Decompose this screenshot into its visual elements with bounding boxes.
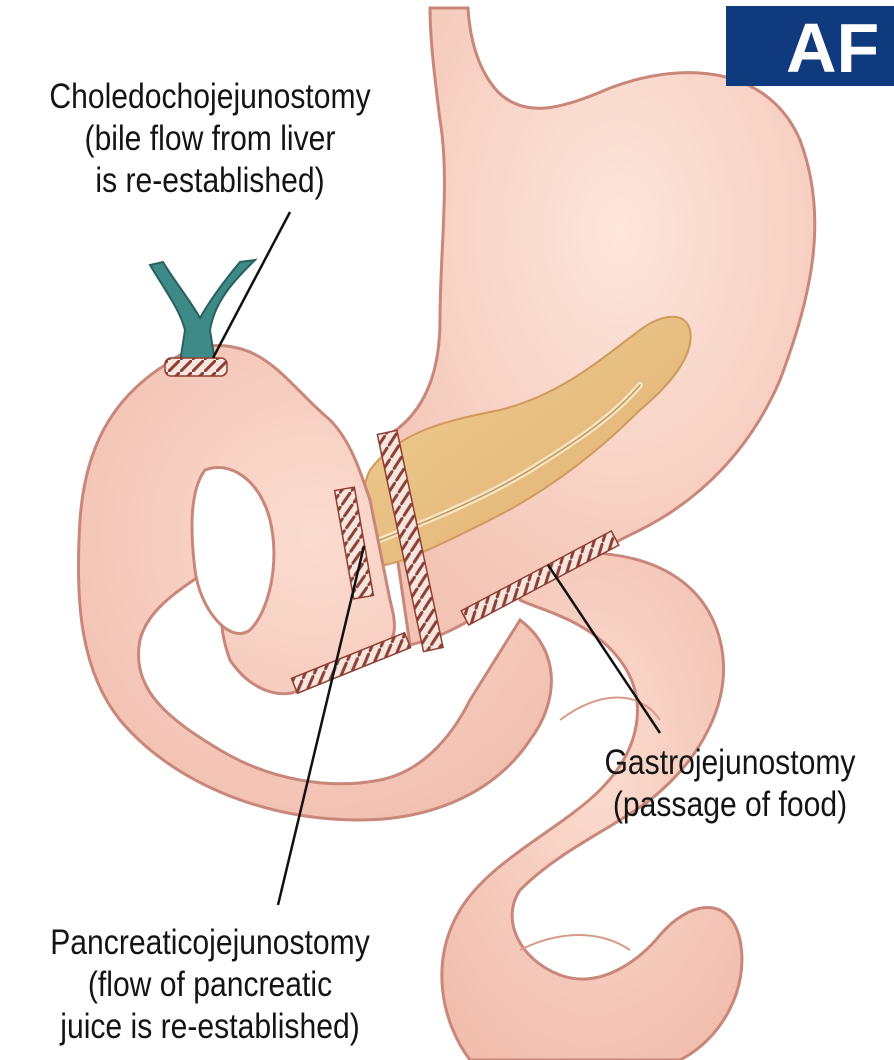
label-line: (passage of food): [549, 784, 894, 826]
badge-text: AF: [786, 8, 879, 86]
pancreaticojejunostomy-label: Pancreaticojejunostomy (flow of pancreat…: [21, 922, 399, 1048]
label-line: Pancreaticojejunostomy: [21, 922, 399, 964]
label-line: (bile flow from liver: [12, 118, 408, 160]
label-line: is re-established): [12, 160, 408, 202]
label-line: juice is re-established): [21, 1006, 399, 1048]
bile-duct: [150, 260, 255, 362]
gastrojejunostomy-label: Gastrojejunostomy (passage of food): [549, 742, 894, 826]
label-line: Choledochojejunostomy: [12, 76, 408, 118]
jejunum-fold-line: [520, 935, 630, 950]
choledochojejunostomy-label: Choledochojejunostomy (bile flow from li…: [12, 76, 408, 202]
source-logo-badge: AF: [726, 6, 894, 86]
label-line: Gastrojejunostomy: [549, 742, 894, 784]
choledochojejunostomy-suture: [165, 358, 227, 376]
label-line: (flow of pancreatic: [21, 964, 399, 1006]
